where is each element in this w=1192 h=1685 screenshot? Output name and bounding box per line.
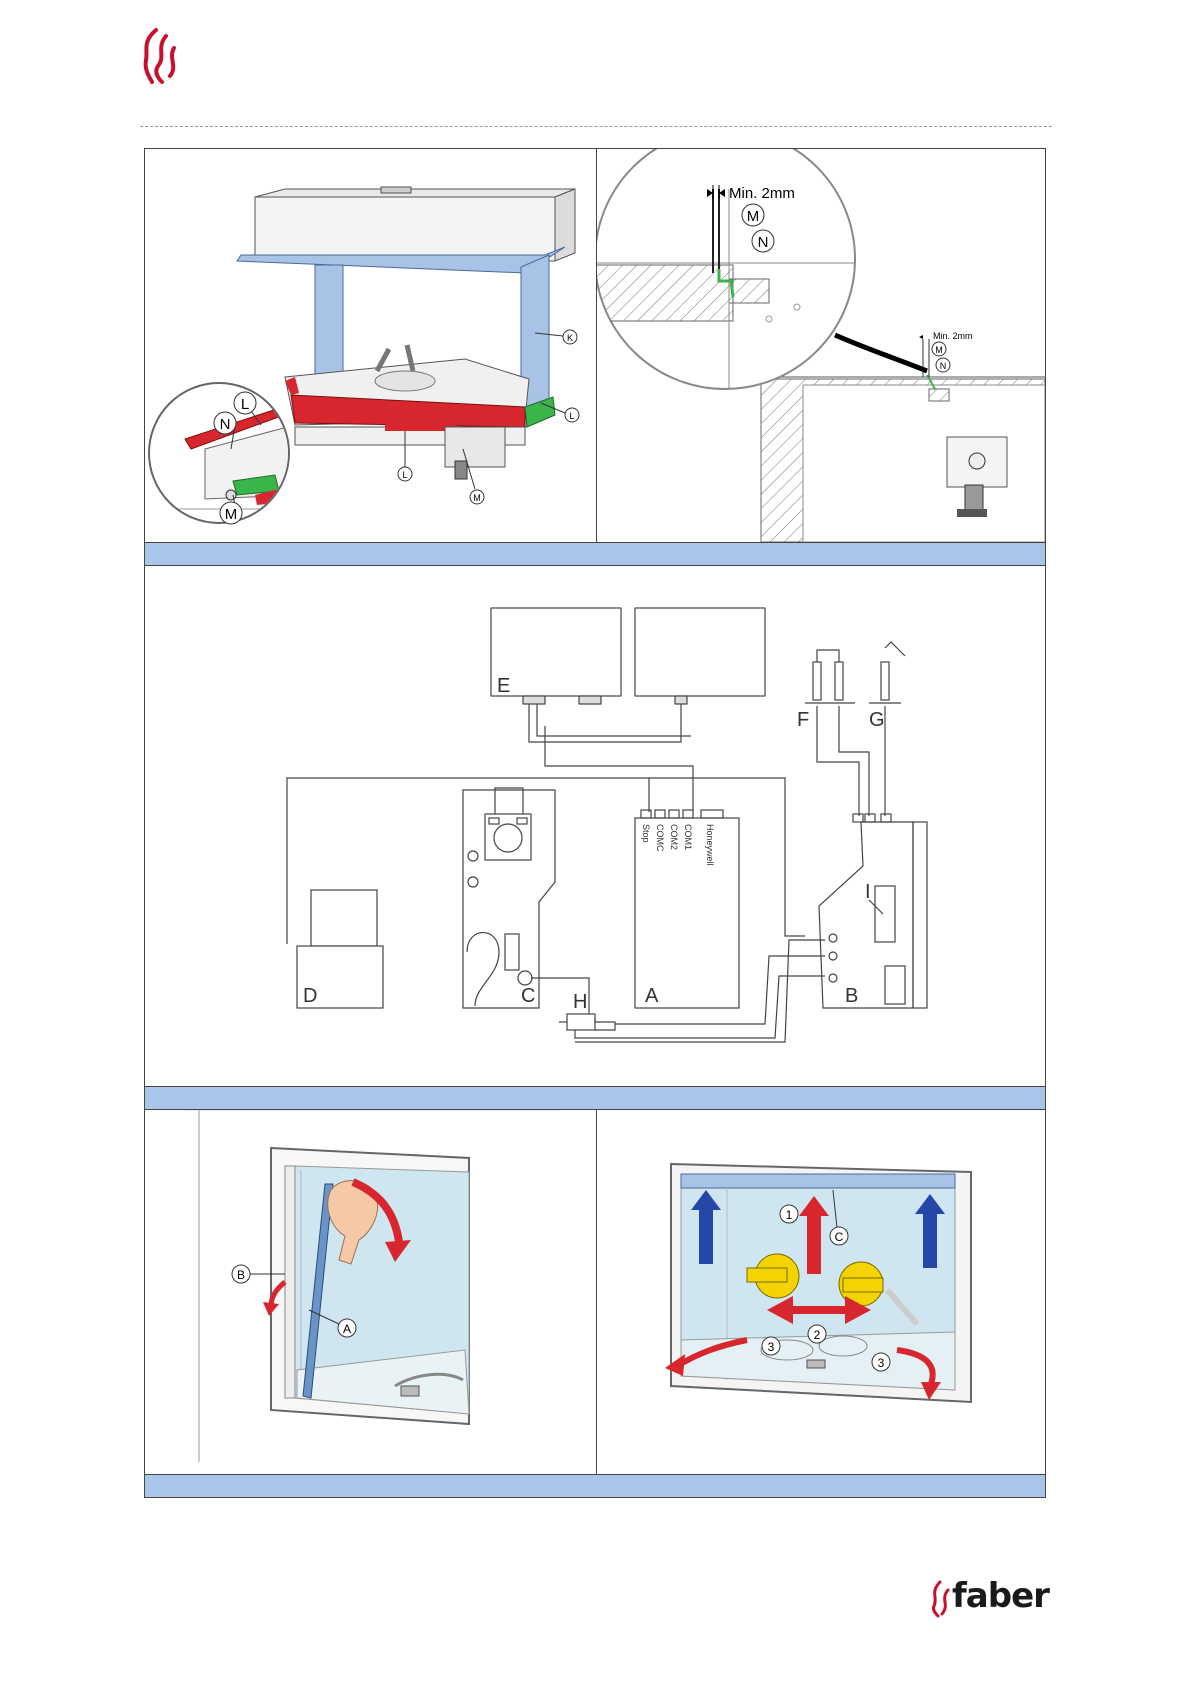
glass-removal-diagram: B A xyxy=(145,1110,596,1475)
label-b-fig4: B xyxy=(237,1268,245,1282)
label-f: F xyxy=(797,709,809,731)
label-d: D xyxy=(303,985,317,1007)
clearance-detail-diagram: Min. 2mm M N Min. xyxy=(597,149,1045,542)
dim-text: Min. 2mm xyxy=(729,185,795,202)
port-stop: Stop xyxy=(641,824,651,843)
brand-wordmark: faber xyxy=(952,1576,1049,1616)
small-label-m: M xyxy=(935,345,943,355)
label-b: B xyxy=(845,985,858,1007)
fireplace-frame-diagram: K L L M xyxy=(145,149,596,542)
caption-bar-row2 xyxy=(145,1086,1045,1110)
flame-icon xyxy=(928,1580,954,1618)
label-inset-n: N xyxy=(220,416,231,433)
flame-icon xyxy=(146,30,174,82)
step-1-label: 1 xyxy=(786,1208,793,1222)
label-a-fig4: A xyxy=(343,1322,351,1336)
burner-removal-diagram: C 1 2 3 3 xyxy=(597,1110,1045,1475)
label-inset-m: M xyxy=(225,506,238,523)
label-a: A xyxy=(645,985,659,1007)
step-2: 2 xyxy=(808,1325,826,1343)
label-inset-l: L xyxy=(241,396,249,413)
figure-4-cell: B A xyxy=(145,1110,596,1475)
step-3-right: 3 xyxy=(872,1353,890,1371)
callout-n: N xyxy=(752,230,774,252)
label-g: G xyxy=(869,709,885,731)
blue-side-plate xyxy=(315,265,343,385)
step-3-left: 3 xyxy=(762,1337,780,1355)
glass-rail-c xyxy=(681,1174,955,1188)
small-label-n: N xyxy=(940,361,947,371)
label-m: M xyxy=(747,208,760,225)
caption-bar-row3 xyxy=(145,1474,1045,1498)
port-honeywell: Honeywell xyxy=(705,824,715,866)
label-l-right: L xyxy=(569,411,574,421)
figure-grid: K L L M xyxy=(144,148,1046,1498)
header-logo xyxy=(138,26,184,86)
label-m-bottom: M xyxy=(473,493,481,503)
label-i: I xyxy=(865,881,871,903)
port-com2: COM2 xyxy=(669,824,679,850)
port-comc: COMC xyxy=(655,824,665,852)
step-1: 1 xyxy=(780,1205,798,1223)
small-dim-text: Min. 2mm xyxy=(933,331,973,341)
figure-3-cell: E F G xyxy=(145,566,1045,1086)
label-h: H xyxy=(573,991,587,1013)
header-rule xyxy=(140,126,1052,127)
footer-logo: faber xyxy=(928,1578,1054,1622)
step-2-label: 2 xyxy=(814,1328,821,1342)
caption-bar-row1 xyxy=(145,542,1045,566)
label-c-fig5: C xyxy=(835,1230,844,1244)
step-3-right-label: 3 xyxy=(878,1356,885,1370)
figure-5-cell: C 1 2 3 3 xyxy=(597,1110,1045,1475)
label-l-bottom: L xyxy=(402,470,407,480)
label-e: E xyxy=(497,675,510,697)
wiring-diagram: E F G xyxy=(145,566,1045,1086)
callout-m: M xyxy=(742,204,764,226)
figure-2-cell: Min. 2mm M N Min. xyxy=(597,149,1045,542)
label-n: N xyxy=(758,234,769,251)
step-3-left-label: 3 xyxy=(768,1340,775,1354)
label-k: K xyxy=(567,333,573,343)
label-c: C xyxy=(521,985,535,1007)
figure-1-cell: K L L M xyxy=(145,149,596,542)
port-com1: COM1 xyxy=(683,824,693,850)
